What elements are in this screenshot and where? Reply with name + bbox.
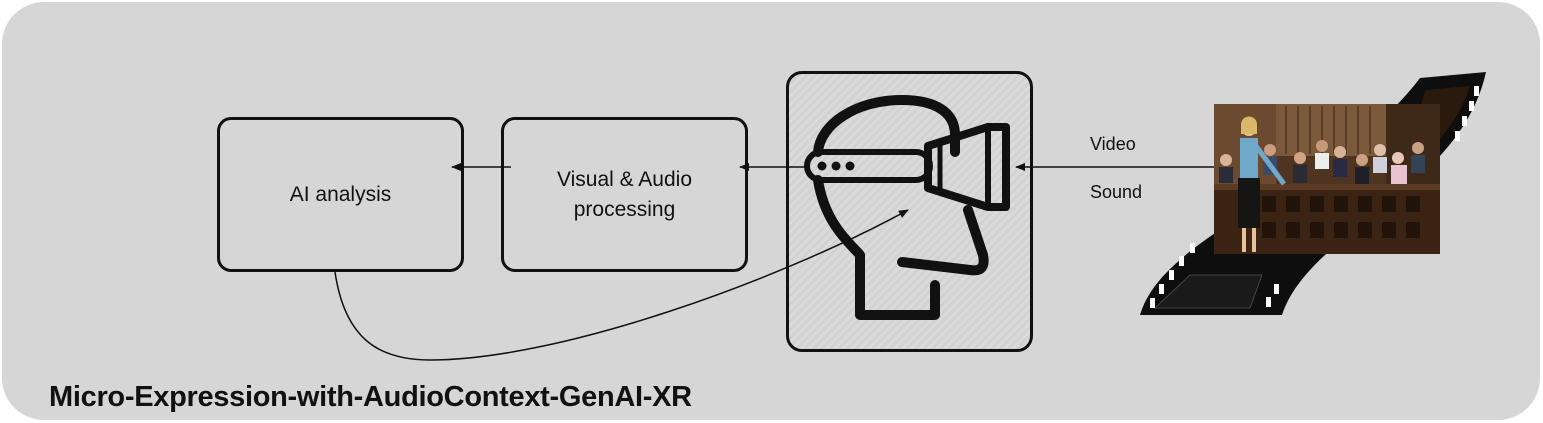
diagram-title: Micro-Expression-with-AudioContext-GenAI… [49,381,692,413]
arrow-ai-feedback-to-headset [334,209,909,361]
processing-label-line2: processing [573,197,676,221]
video-input-label: Video [1090,134,1136,154]
sound-input-label: Sound [1090,182,1143,202]
visual-audio-processing-node: Visual & Audio processing [501,117,748,272]
vr-headset-head-icon [804,95,1010,320]
processing-label-line1: Visual & Audio [556,167,693,191]
ai-analysis-node: AI analysis [217,117,464,272]
ai-analysis-label: AI analysis [289,182,392,206]
courtroom-photo [1214,104,1440,254]
processing-label: Visual & Audio processing [540,165,710,225]
